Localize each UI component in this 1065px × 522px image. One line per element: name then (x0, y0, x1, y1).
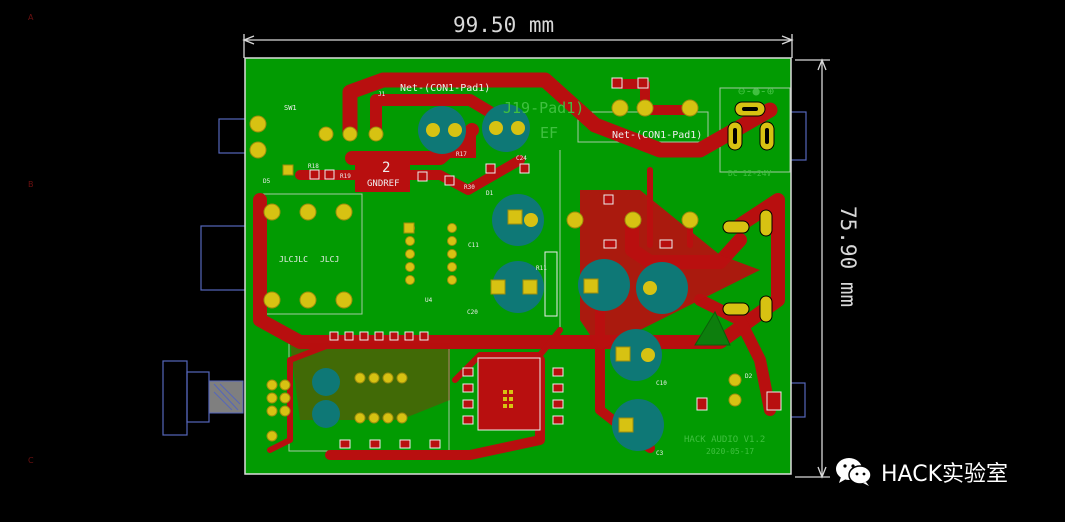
smd-pads (309, 77, 782, 449)
through-hole-pads (249, 99, 742, 442)
ref-j1: J1 (378, 91, 386, 98)
ref-c24: C24 (516, 155, 527, 162)
height-dimension-label: 75.90 mm (836, 206, 860, 308)
frame-mark-a: A (28, 13, 34, 22)
frame-mark-b: B (28, 180, 34, 189)
ref-c20: C20 (467, 309, 478, 316)
width-dimension (242, 34, 794, 58)
net-label-top: Net-(CON1-Pad1) (400, 83, 490, 94)
dc-rating-label: DC 12-24V (728, 169, 772, 178)
ref-d1: D1 (486, 190, 494, 197)
brand-label: HACK AUDIO V1.2 (684, 435, 765, 445)
net-label-right: Net-(CON1-Pad1) (612, 130, 702, 141)
ref-r18: R18 (308, 163, 319, 170)
gndref-label: GNDREF (367, 179, 400, 189)
ref-r19: R19 (340, 173, 351, 180)
ref-r17: R17 (456, 151, 467, 158)
ref-r11: R11 (536, 265, 547, 272)
power-polarity-symbols: ⊖-●-⊕ (738, 84, 774, 98)
ref-d2: D2 (745, 373, 753, 380)
ref-c11: C11 (468, 242, 479, 249)
ref-d5: D5 (263, 178, 271, 185)
board-edge-outline (244, 57, 792, 475)
width-dimension-label: 99.50 mm (453, 13, 555, 37)
esd-warning-symbol (694, 310, 731, 346)
ref-2-label: 2 (382, 160, 390, 176)
frame-marks: B C A (28, 13, 34, 465)
silkscreen-labels: Net-(CON1-Pad1) Net-(CON1-Pad1) J19-Pad1… (263, 83, 774, 457)
height-dimension (795, 58, 830, 479)
electrolytic-capacitors (312, 104, 688, 451)
ref-sw1: SW1 (284, 104, 297, 112)
ref-c3: C3 (656, 450, 664, 457)
jlc-label-1: JLCJLC (279, 255, 308, 264)
watermark-text: HACK实验室 (881, 462, 1008, 487)
ref-r30: R30 (464, 184, 475, 191)
ef-label: EF (540, 124, 558, 142)
brand-date: 2020-05-17 (706, 447, 754, 456)
ref-c10: C10 (656, 380, 667, 387)
ref-u4: U4 (425, 297, 433, 304)
wechat-icon (836, 458, 872, 486)
net-label-partial: J19-Pad1) (503, 99, 584, 117)
frame-mark-c: C (28, 456, 34, 465)
watermark: HACK实验室 (835, 452, 1008, 492)
op-amp-ic (477, 357, 541, 431)
jlc-label-2: JLCJ (320, 255, 339, 264)
